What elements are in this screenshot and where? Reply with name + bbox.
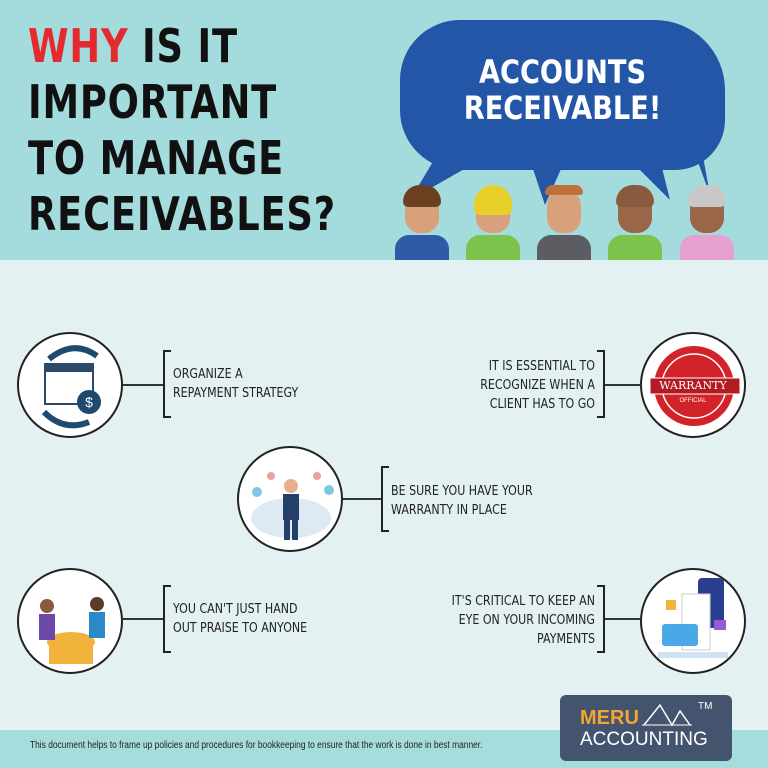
title-line4: RECEIVABLES? [28,187,336,241]
item-text: It's critical to keep an eye on your inc… [451,594,595,647]
person-avatar [466,185,520,260]
item-text: It is essential to recognize when a clie… [480,359,595,412]
item-text: Organize a repayment strategy [173,367,299,401]
title-line1: IS IT [128,19,238,73]
seal-text: WARRANTY [659,379,727,392]
meru-accounting-logo: MERU TM ACCOUNTING [560,695,732,761]
meeting-table-icon [17,568,123,674]
person-avatar [537,185,591,260]
title-line2: IMPORTANT [28,75,278,129]
person-avatar [680,185,734,260]
logo-meru: MERU [580,707,639,729]
svg-text:$: $ [85,394,93,410]
warranty-seal-icon: WARRANTY OFFICIAL [640,332,746,438]
item-text: Be sure you have your warranty in place [391,484,533,518]
mobile-payment-icon [640,568,746,674]
calendar-dollar-icon: $ [17,332,123,438]
title-line3: TO MANAGE [28,131,285,185]
businessman-praise-icon [237,446,343,552]
logo-tm: TM [698,701,713,712]
person-avatar [395,185,449,260]
title-highlight: WHY [28,19,129,73]
bubble-line1: ACCOUNTS [478,53,647,91]
seal-subtext: OFFICIAL [679,398,707,404]
logo-accounting: ACCOUNTING [580,729,708,750]
footer-note: This document helps to frame up policies… [30,740,483,751]
person-avatar [608,185,662,260]
page-title: WHY IS IT IMPORTANT TO MANAGE RECEIVABLE… [28,18,336,242]
item-text: You can't just hand out praise to anyone [173,602,308,636]
mountain-icon [642,703,692,727]
bubble-line2: RECEIVABLE! [463,89,662,127]
